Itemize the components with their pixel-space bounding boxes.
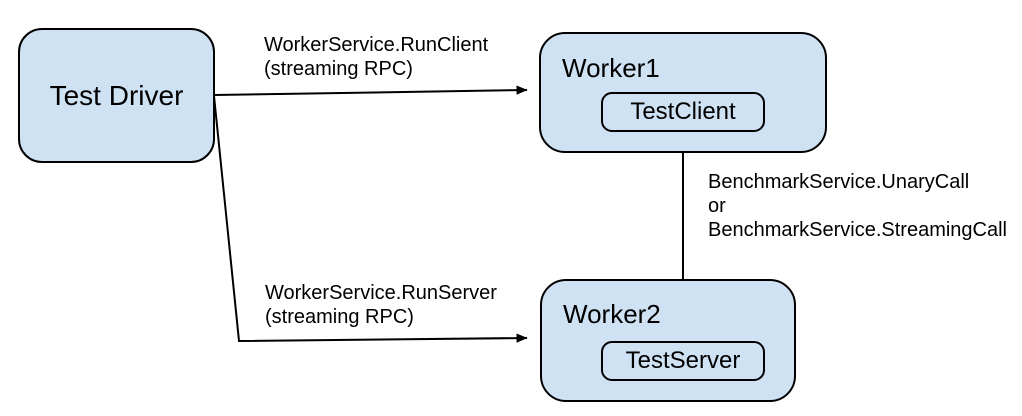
node-testserver-label: TestServer xyxy=(625,347,741,374)
edge-label-benchmark-call-line3: BenchmarkService.StreamingCall xyxy=(708,219,1008,241)
edge-label-benchmark-call-line1: BenchmarkService.UnaryCall xyxy=(708,171,970,193)
node-worker1: Worker1 TestClient xyxy=(539,32,827,153)
edge-label-run-server-line1: WorkerService.RunServer xyxy=(265,282,497,304)
edge-label-benchmark-call: BenchmarkService.UnaryCall or BenchmarkS… xyxy=(708,170,1007,242)
edge-label-run-client-line1: WorkerService.RunClient xyxy=(264,34,489,56)
node-worker1-label: Worker1 xyxy=(562,53,660,83)
node-test-driver-label: Test Driver xyxy=(49,79,184,111)
arrow-run-client xyxy=(213,85,528,96)
edge-label-run-server-line2: (streaming RPC) xyxy=(265,306,414,328)
node-testclient: TestClient xyxy=(601,92,765,132)
edge-label-run-server: WorkerService.RunServer (streaming RPC) xyxy=(265,281,497,329)
edge-label-run-client-line2: (streaming RPC) xyxy=(264,58,413,80)
edge-label-run-client: WorkerService.RunClient (streaming RPC) xyxy=(264,33,488,81)
node-test-driver: Test Driver xyxy=(18,28,215,163)
edge-label-benchmark-call-line2: or xyxy=(708,195,726,217)
node-worker2: Worker2 TestServer xyxy=(540,279,796,402)
node-worker2-label: Worker2 xyxy=(563,299,661,329)
node-testclient-label: TestClient xyxy=(630,98,736,125)
node-testserver: TestServer xyxy=(601,341,765,381)
